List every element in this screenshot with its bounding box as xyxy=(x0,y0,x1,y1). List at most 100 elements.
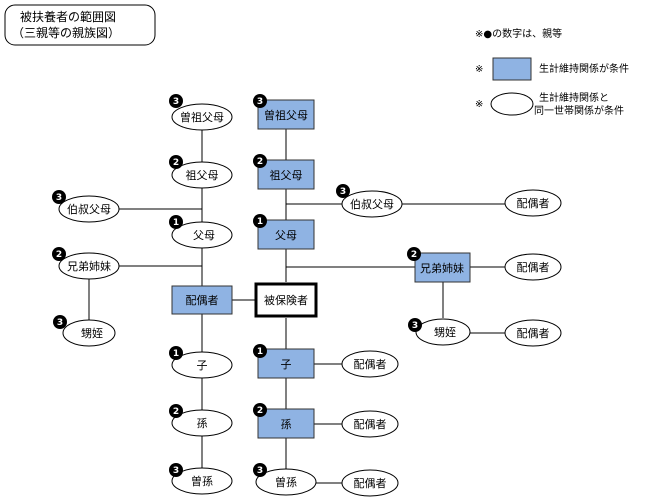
svg-text:3: 3 xyxy=(257,97,263,107)
svg-text:配偶者: 配偶者 xyxy=(354,358,387,371)
node-r-great-grandchild: 曽孫 3 xyxy=(253,463,317,496)
title-line-2: （三親等の親族図） xyxy=(12,26,120,40)
legend-rect-mark: ※ xyxy=(475,64,483,75)
svg-text:祖父母: 祖父母 xyxy=(270,168,303,182)
svg-text:2: 2 xyxy=(411,250,417,260)
svg-text:兄弟姉妹: 兄弟姉妹 xyxy=(67,259,111,273)
node-r-grandchild-spouse: 配偶者 xyxy=(341,410,399,438)
svg-text:配偶者: 配偶者 xyxy=(354,418,387,431)
degree-badge xyxy=(336,184,350,198)
svg-text:曽孫: 曽孫 xyxy=(191,474,213,488)
degree-badge xyxy=(253,344,267,358)
svg-text:配偶者: 配偶者 xyxy=(354,477,387,490)
degree-badge xyxy=(408,318,422,332)
svg-text:2: 2 xyxy=(257,157,263,167)
svg-text:3: 3 xyxy=(57,318,63,328)
svg-text:1: 1 xyxy=(173,218,179,228)
legend-ellipse-label-1: 生計維持関係と xyxy=(539,91,609,104)
svg-text:曽祖父母: 曽祖父母 xyxy=(264,108,308,122)
degree-badge xyxy=(253,154,267,168)
degree-badge xyxy=(52,247,66,261)
svg-text:配偶者: 配偶者 xyxy=(186,294,219,307)
svg-text:配偶者: 配偶者 xyxy=(517,327,550,340)
svg-text:祖父母: 祖父母 xyxy=(186,168,219,182)
node-r-nephew-niece-spouse: 配偶者 xyxy=(504,319,562,347)
svg-text:2: 2 xyxy=(56,250,62,260)
svg-text:3: 3 xyxy=(340,187,346,197)
svg-text:被保険者: 被保険者 xyxy=(264,293,308,307)
legend: ※●の数字は、親等 ※ 生計維持関係が条件 ※ 生計維持関係と 同一世帯関係が条… xyxy=(475,27,629,117)
node-r-siblings-spouse: 配偶者 xyxy=(504,253,562,281)
svg-text:2: 2 xyxy=(173,407,179,417)
svg-text:父母: 父母 xyxy=(193,229,215,242)
svg-text:3: 3 xyxy=(56,193,62,203)
degree-badge xyxy=(253,403,267,417)
legend-rect-swatch xyxy=(492,57,532,81)
svg-text:配偶者: 配偶者 xyxy=(517,197,550,210)
degree-badge xyxy=(253,214,267,228)
svg-text:曽孫: 曽孫 xyxy=(275,475,297,489)
legend-degree-note: ※●の数字は、親等 xyxy=(475,27,562,40)
legend-rect-label: 生計維持関係が条件 xyxy=(539,62,629,75)
node-s-child: 子 1 xyxy=(169,346,233,379)
connector-lines xyxy=(88,129,505,484)
node-r-siblings: 兄弟姉妹 2 xyxy=(407,247,471,283)
legend-ellipse-mark: ※ xyxy=(475,99,483,110)
svg-text:3: 3 xyxy=(173,97,179,107)
node-insured: 被保険者 xyxy=(254,282,318,318)
degree-badge xyxy=(169,463,183,477)
degree-badge xyxy=(53,315,67,329)
degree-badge xyxy=(169,404,183,418)
degree-badge xyxy=(169,215,183,229)
node-s-great-grandchild: 曽孫 3 xyxy=(169,463,233,495)
node-r-uncle-aunt-spouse: 配偶者 xyxy=(504,189,562,217)
svg-text:兄弟姉妹: 兄弟姉妹 xyxy=(420,261,464,275)
svg-text:1: 1 xyxy=(173,349,179,359)
svg-text:孫: 孫 xyxy=(281,418,292,431)
svg-text:1: 1 xyxy=(257,347,263,357)
svg-text:甥姪: 甥姪 xyxy=(81,326,103,340)
svg-text:3: 3 xyxy=(173,466,179,476)
svg-text:伯叔父母: 伯叔父母 xyxy=(350,197,394,211)
svg-text:3: 3 xyxy=(257,466,263,476)
node-r-grandchild: 孫 2 xyxy=(253,403,315,439)
legend-ellipse-label-2: 同一世帯関係が条件 xyxy=(534,104,624,117)
node-r-parents: 父母 1 xyxy=(253,214,315,250)
node-r-uncle-aunt: 伯叔父母 3 xyxy=(336,184,403,218)
node-r-child-spouse: 配偶者 xyxy=(341,350,399,378)
node-r-great-grandparents: 曽祖父母 3 xyxy=(253,94,315,130)
node-r-nephew-niece: 甥姪 3 xyxy=(408,318,471,346)
svg-text:子: 子 xyxy=(197,359,208,372)
node-r-great-grandchild-spouse: 配偶者 xyxy=(341,469,399,497)
svg-text:2: 2 xyxy=(173,158,179,168)
svg-text:曽祖父母: 曽祖父母 xyxy=(180,110,224,124)
degree-badge xyxy=(169,155,183,169)
node-r-child: 子 1 xyxy=(253,344,315,379)
node-spouse: 配偶者 xyxy=(171,285,233,315)
node-s-grandparents: 祖父母 2 xyxy=(169,155,233,189)
degree-badge xyxy=(253,94,267,108)
node-s-uncle-aunt: 伯叔父母 3 xyxy=(52,190,120,223)
degree-badge xyxy=(253,463,267,477)
degree-badge xyxy=(407,247,421,261)
svg-text:伯叔父母: 伯叔父母 xyxy=(67,202,111,216)
legend-ellipse-swatch xyxy=(490,92,534,116)
svg-text:1: 1 xyxy=(257,217,263,227)
svg-text:孫: 孫 xyxy=(197,417,208,430)
node-s-parents: 父母 1 xyxy=(169,215,233,249)
svg-text:配偶者: 配偶者 xyxy=(517,261,550,274)
svg-text:子: 子 xyxy=(281,358,292,371)
svg-text:2: 2 xyxy=(257,406,263,416)
node-s-great-grandparents: 曽祖父母 3 xyxy=(169,94,233,131)
title-line-1: 被扶養者の範囲図 xyxy=(20,9,116,24)
svg-text:3: 3 xyxy=(412,321,418,331)
node-s-nephew-niece: 甥姪 3 xyxy=(53,315,116,347)
degree-badge xyxy=(52,190,66,204)
title-box: 被扶養者の範囲図 （三親等の親族図） xyxy=(4,4,156,46)
node-r-grandparents: 祖父母 2 xyxy=(253,154,315,190)
node-s-grandchild: 孫 2 xyxy=(169,404,233,437)
node-s-siblings: 兄弟姉妹 2 xyxy=(52,247,120,280)
svg-text:父母: 父母 xyxy=(275,229,297,242)
svg-text:甥姪: 甥姪 xyxy=(434,325,456,339)
